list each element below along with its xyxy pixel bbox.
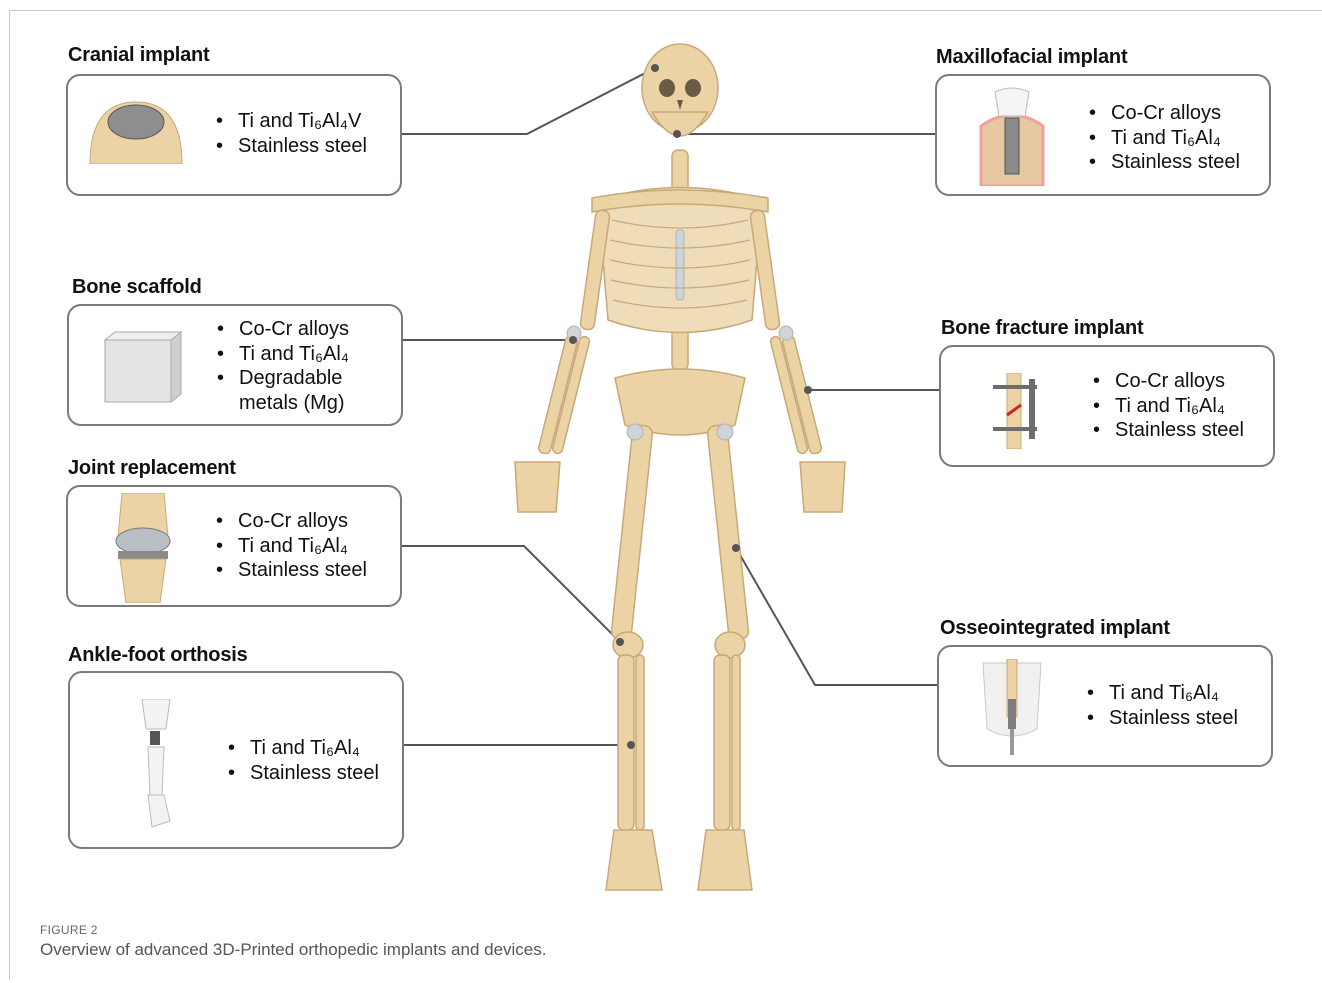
maxillofacial-implant-panel: Co-Cr alloys Ti and Ti₆Al₄ Stainless ste…	[935, 74, 1271, 196]
material-item: Ti and Ti₆Al₄	[226, 736, 379, 761]
material-item-continued: metals (Mg)	[215, 391, 349, 416]
joint-replacement-panel: Co-Cr alloys Ti and Ti₆Al₄ Stainless ste…	[66, 485, 402, 607]
material-item: Co-Cr alloys	[1087, 101, 1240, 126]
joint-replacement-title: Joint replacement	[68, 457, 236, 480]
material-item: Stainless steel	[214, 558, 367, 583]
material-item: Ti and Ti₆Al₄	[215, 342, 349, 367]
skull-mesh-icon	[88, 98, 184, 164]
material-item: Ti and Ti₆Al₄V	[214, 109, 367, 134]
maxillofacial-implant-title: Maxillofacial implant	[936, 46, 1127, 69]
ankle-foot-orthosis-materials: Ti and Ti₆Al₄ Stainless steel	[226, 736, 379, 785]
cranial-implant-materials: Ti and Ti₆Al₄V Stainless steel	[214, 109, 367, 158]
material-item: Co-Cr alloys	[214, 509, 367, 534]
material-item: Ti and Ti₆Al₄	[1091, 394, 1244, 419]
prosthetic-leg-icon	[136, 699, 176, 829]
ankle-foot-orthosis-panel: Ti and Ti₆Al₄ Stainless steel	[68, 671, 404, 849]
material-item: Degradable	[215, 366, 349, 391]
material-item: Stainless steel	[1085, 706, 1238, 731]
ankle-foot-orthosis-title: Ankle-foot orthosis	[68, 644, 248, 667]
material-item: Ti and Ti₆Al₄	[214, 534, 367, 559]
porous-cube-icon	[101, 328, 185, 406]
cranial-implant-panel: Ti and Ti₆Al₄V Stainless steel	[66, 74, 402, 196]
bone-fracture-implant-materials: Co-Cr alloys Ti and Ti₆Al₄ Stainless ste…	[1091, 369, 1244, 443]
bone-fracture-implant-title: Bone fracture implant	[941, 317, 1144, 340]
osseointegrated-implant-materials: Ti and Ti₆Al₄ Stainless steel	[1085, 681, 1238, 730]
knee-joint-icon	[108, 493, 178, 603]
material-item: Stainless steel	[1087, 150, 1240, 175]
material-item: Ti and Ti₆Al₄	[1087, 126, 1240, 151]
osseointegrated-implant-title: Osseointegrated implant	[940, 617, 1170, 640]
material-item: Co-Cr alloys	[215, 317, 349, 342]
dental-implant-icon	[975, 86, 1049, 186]
material-item: Stainless steel	[1091, 418, 1244, 443]
bone-scaffold-title: Bone scaffold	[72, 276, 202, 299]
material-item: Stainless steel	[226, 761, 379, 786]
figure-caption: Overview of advanced 3D-Printed orthoped…	[40, 940, 547, 960]
material-item: Stainless steel	[214, 134, 367, 159]
bone-scaffold-panel: Co-Cr alloys Ti and Ti₆Al₄ Degradable me…	[67, 304, 403, 426]
material-item: Co-Cr alloys	[1091, 369, 1244, 394]
figure-label: FIGURE 2	[40, 923, 98, 937]
joint-replacement-materials: Co-Cr alloys Ti and Ti₆Al₄ Stainless ste…	[214, 509, 367, 583]
osseointegrated-stem-icon	[981, 659, 1043, 759]
bone-fracture-implant-panel: Co-Cr alloys Ti and Ti₆Al₄ Stainless ste…	[939, 345, 1275, 467]
bone-scaffold-materials: Co-Cr alloys Ti and Ti₆Al₄ Degradable me…	[215, 317, 349, 415]
osseointegrated-implant-panel: Ti and Ti₆Al₄ Stainless steel	[937, 645, 1273, 767]
material-item: Ti and Ti₆Al₄	[1085, 681, 1238, 706]
maxillofacial-implant-materials: Co-Cr alloys Ti and Ti₆Al₄ Stainless ste…	[1087, 101, 1240, 175]
cranial-implant-title: Cranial implant	[68, 44, 209, 67]
fixation-rod-icon	[991, 373, 1043, 449]
